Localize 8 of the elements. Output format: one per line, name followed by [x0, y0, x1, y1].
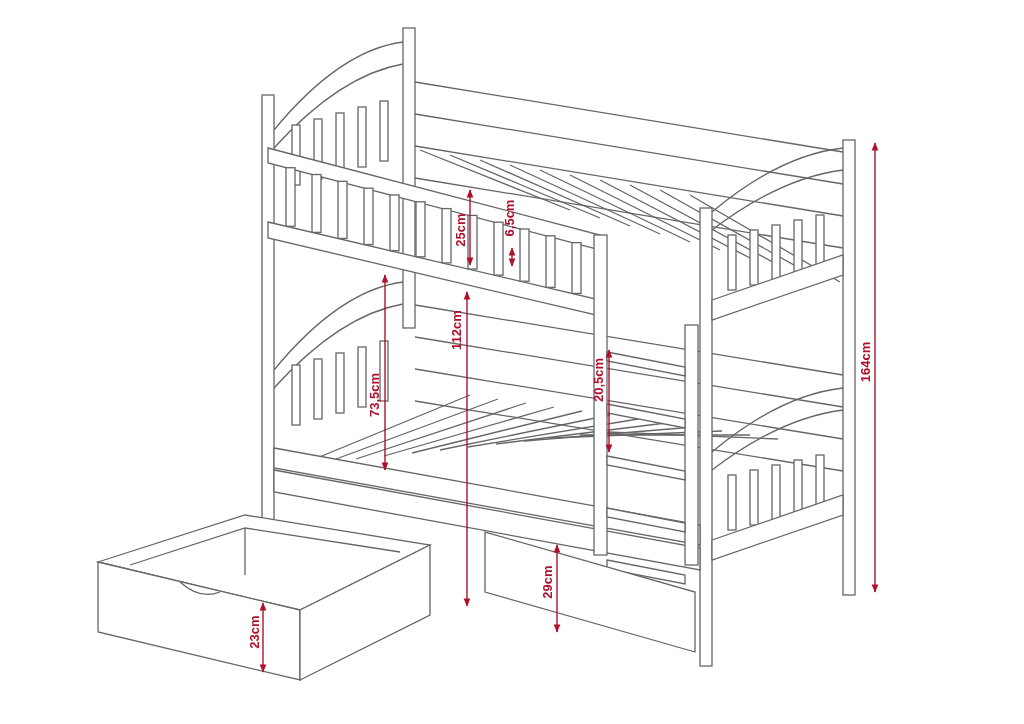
- dimension-label: 23cm: [248, 615, 262, 649]
- dimension-label: 164cm: [859, 341, 873, 383]
- dimension-label: 6,5cm: [503, 199, 517, 237]
- dimension-label: 73,5cm: [368, 372, 382, 418]
- dimension-label: 20,5cm: [592, 357, 606, 403]
- dimension-label: 25cm: [454, 213, 468, 247]
- dimension-label: 112cm: [450, 310, 464, 350]
- dimension-label: 29cm: [541, 565, 555, 599]
